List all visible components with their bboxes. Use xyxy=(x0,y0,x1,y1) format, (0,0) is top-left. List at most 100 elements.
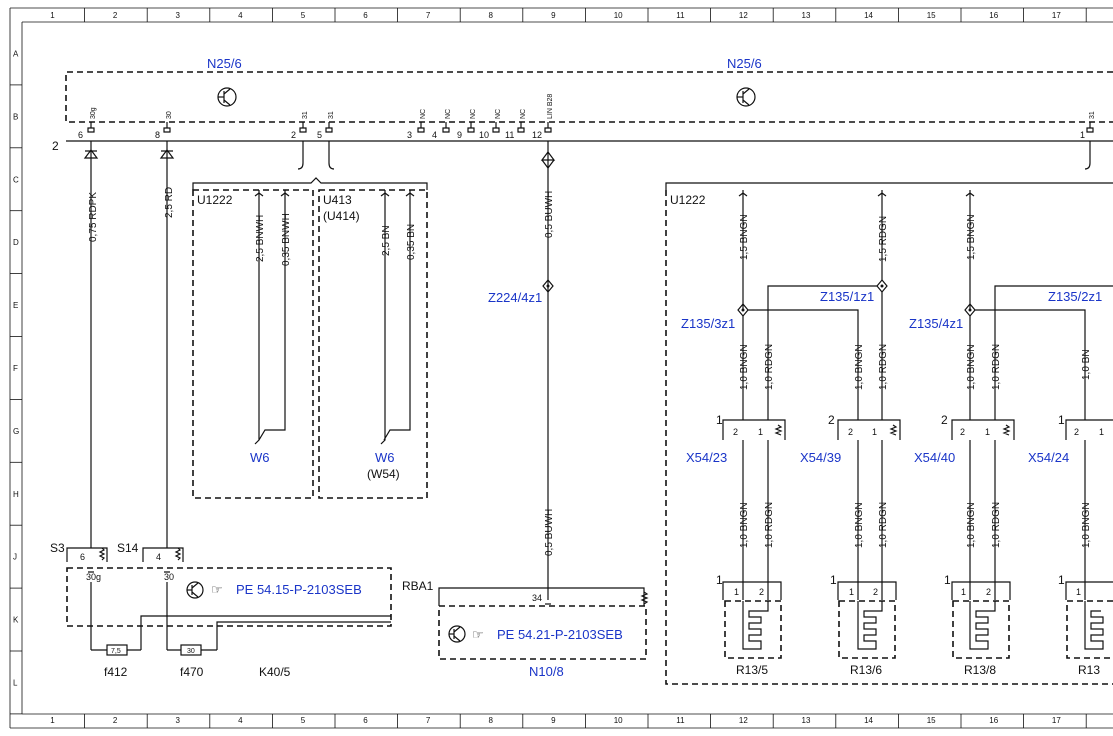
pin-label: 30 xyxy=(166,111,173,119)
n25-label-left: N25/6 xyxy=(207,56,242,71)
transistor-symbol-icon xyxy=(186,581,204,599)
ground-connector-block: U1222 U413 (U414) 2,5 BNWH 0,35 BNWH W6 … xyxy=(192,141,428,499)
wire-label: 1,0 BNGN xyxy=(966,502,977,548)
grid-column-label: 6 xyxy=(363,716,368,725)
grid-column-label: 17 xyxy=(1052,11,1061,20)
pin-number: 12 xyxy=(532,130,542,140)
grid-row-label: K xyxy=(13,616,19,625)
pin-number: 10 xyxy=(479,130,489,140)
pin-number: 11 xyxy=(505,130,514,140)
grid-column-label: 17 xyxy=(1052,716,1061,725)
pin-number: 1 xyxy=(961,587,966,597)
s3-label: S3 xyxy=(50,541,65,555)
pin-label: NC xyxy=(445,109,452,119)
n10-module: 34 ☞ PE 54.21-P-2103SEB N10/8 xyxy=(438,587,649,679)
wire-label: 2,5 BN xyxy=(381,225,392,256)
grid-row-label: D xyxy=(13,238,19,247)
pin-number: 9 xyxy=(457,130,462,140)
grid-row-label: B xyxy=(13,112,18,121)
grid-column-label: 7 xyxy=(426,716,431,725)
ref-n10-link[interactable]: PE 54.21-P-2103SEB xyxy=(497,627,623,642)
grid-column-label: 3 xyxy=(176,716,181,725)
ground-w54-label: (W54) xyxy=(367,467,400,481)
grid-row-label: E xyxy=(13,301,18,310)
pin-number: 5 xyxy=(317,130,322,140)
transistor-symbol-icon xyxy=(217,87,237,107)
pin-number: 1 xyxy=(1080,130,1085,140)
grid-column-label: 5 xyxy=(301,11,306,20)
fuse-f470-label: f470 xyxy=(180,665,204,679)
wire-label: 1,5 BNGN xyxy=(739,214,750,260)
x54-39-label: X54/39 xyxy=(800,450,841,465)
pin-number: 8 xyxy=(155,130,160,140)
pin-label: 30 xyxy=(164,572,174,582)
heater-element-icon xyxy=(1066,600,1113,659)
grid-column-label: 9 xyxy=(551,11,556,20)
wire-label: 1,0 RDGN xyxy=(764,344,775,390)
transistor-symbol-icon xyxy=(736,87,756,107)
grid-column-label: 11 xyxy=(676,11,685,20)
wire-label: 1,0 BNGN xyxy=(739,502,750,548)
plug-number: 2 xyxy=(52,139,59,153)
pointing-hand-icon: ☞ xyxy=(472,627,484,642)
grid-column-label: 16 xyxy=(989,716,998,725)
wire-label: 1,0 BNGN xyxy=(739,344,750,390)
grid-column-label: 2 xyxy=(113,716,118,725)
pin-number: 1 xyxy=(872,427,877,437)
pin-number: 34 xyxy=(532,593,542,603)
wire-label: 1,0 BNGN xyxy=(966,344,977,390)
pin-number: 1 xyxy=(849,587,854,597)
n25-control-unit: N25/6 N25/6 2 xyxy=(52,56,1113,153)
grid-column-label: 1 xyxy=(50,11,55,20)
grid-row-label: J xyxy=(13,553,17,562)
wire-label: 1,5 RDGN xyxy=(878,216,889,262)
r13-5-label: R13/5 xyxy=(736,663,768,677)
fuse-f412-label: f412 xyxy=(104,665,128,679)
r13-cut-label: R13 xyxy=(1078,663,1100,677)
ref-k40-link[interactable]: PE 54.15-P-2103SEB xyxy=(236,582,362,597)
connector-marker: 1 xyxy=(716,413,723,427)
pin-number: 4 xyxy=(156,552,161,562)
grid-column-label: 14 xyxy=(864,716,873,725)
frame xyxy=(9,7,1113,729)
grid-column-label: 13 xyxy=(802,11,811,20)
fuse-box-label: K40/5 xyxy=(259,665,291,679)
splice-z135-1-label: Z135/1z1 xyxy=(820,289,874,304)
wire-label: 0,5 BUWH xyxy=(544,191,555,238)
x54-24-label: X54/24 xyxy=(1028,450,1069,465)
x54-23-label: X54/23 xyxy=(686,450,727,465)
heater-element-icon xyxy=(838,600,896,659)
pin-label: 31 xyxy=(328,111,335,119)
fuse-value: 7,5 xyxy=(111,648,121,655)
grid-column-label: 7 xyxy=(426,11,431,20)
grid-column-label: 3 xyxy=(176,11,181,20)
pin-label: 30g xyxy=(86,572,101,582)
grid-column-label: 12 xyxy=(739,11,748,20)
wire-label: 1,5 BNGN xyxy=(966,214,977,260)
connector-marker: 1 xyxy=(830,573,837,587)
grid-column-label: 4 xyxy=(238,716,243,725)
ground-w6-label: W6 xyxy=(375,450,395,465)
u1222-right-label: U1222 xyxy=(670,193,706,207)
ground-w6-label: W6 xyxy=(250,450,270,465)
r13-8-label: R13/8 xyxy=(964,663,996,677)
grid-column-label: 9 xyxy=(551,716,556,725)
pin-label: NC xyxy=(470,109,477,119)
wire-label: 2,5 BNWH xyxy=(255,215,266,262)
pin-number: 2 xyxy=(759,587,764,597)
n25-label-right: N25/6 xyxy=(727,56,762,71)
splice-z224-label: Z224/4z1 xyxy=(488,290,542,305)
rba1-label: RBA1 xyxy=(402,579,434,593)
power-wires: 0,75 RDPK 2,5 RD xyxy=(83,141,175,548)
splice-z135-2-label: Z135/2z1 xyxy=(1048,289,1102,304)
grid-column-label: 11 xyxy=(676,716,685,725)
pin-number: 1 xyxy=(1076,587,1081,597)
grid-column-label: 15 xyxy=(927,716,936,725)
connector-marker: 1 xyxy=(1058,573,1065,587)
pin-number: 1 xyxy=(758,427,763,437)
grid-row-label: A xyxy=(13,49,19,58)
wire-label: 1,0 BNGN xyxy=(854,344,865,390)
wire-label: 0,35 BN xyxy=(406,224,417,260)
